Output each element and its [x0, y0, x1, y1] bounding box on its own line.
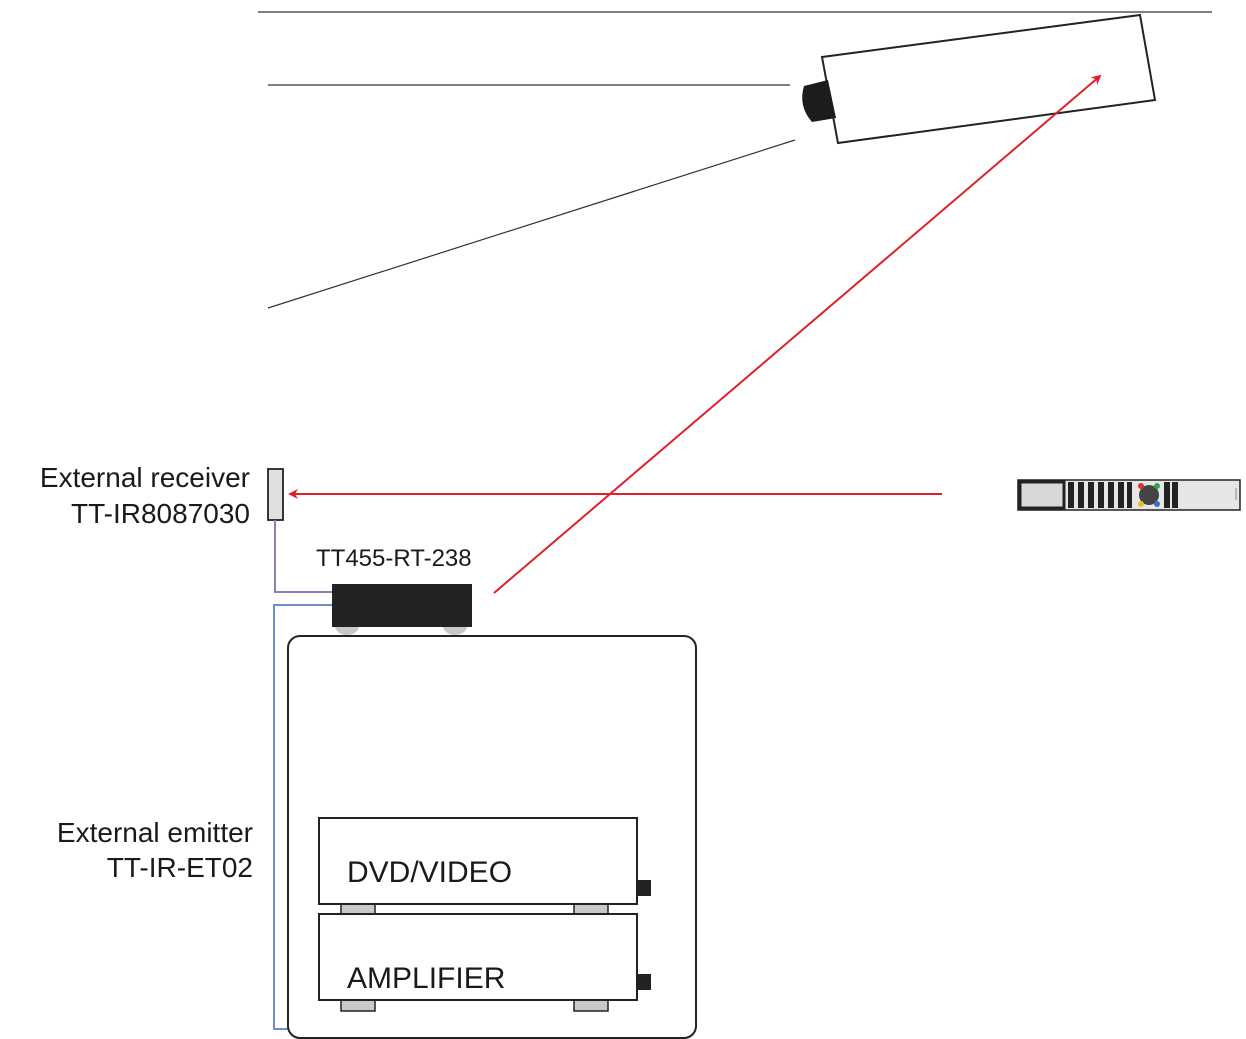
amplifier-emitter [637, 974, 651, 990]
emitter-label-line2: TT-IR-ET02 [107, 852, 253, 883]
dvd-emitter [637, 880, 651, 896]
ir-repeater [332, 584, 472, 635]
remote-control-icon [1017, 479, 1241, 511]
amplifier-label: AMPLIFIER [347, 962, 505, 995]
projector-icon [802, 13, 1157, 145]
dvd-label: DVD/VIDEO [347, 856, 512, 889]
dvd-video-unit [318, 817, 651, 916]
repeater-label: TT455-RT-238 [316, 545, 472, 572]
receiver-label-line2: TT-IR8087030 [71, 498, 250, 529]
emitter-label-line1: External emitter [57, 817, 253, 848]
external-receiver [267, 468, 284, 521]
ir-beam-repeater-to-projector [493, 74, 1102, 594]
receiver-cable [274, 520, 332, 593]
receiver-label-line1: External receiver [40, 462, 250, 493]
amplifier-unit [318, 913, 651, 1012]
projection-line-bottom [267, 139, 796, 309]
